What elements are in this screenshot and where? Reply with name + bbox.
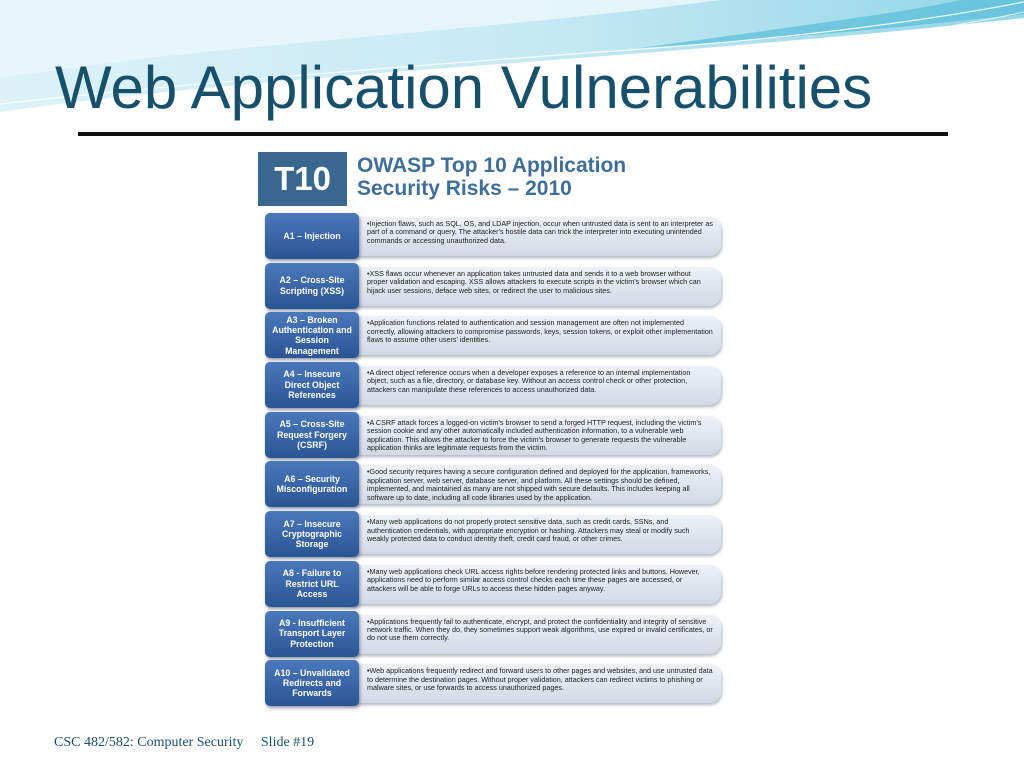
footer-course: CSC 482/582: Computer Security [54, 735, 244, 750]
t10-badge: T10 [258, 152, 347, 206]
figure-heading-line1: OWASP Top 10 Application [357, 154, 627, 177]
risk-list: •Injection flaws, such as SQL, OS, and L… [257, 212, 727, 709]
risk-item-a6: •Good security requires having a secure … [257, 460, 727, 509]
risk-item-a7: •Many web applications do not properly p… [257, 510, 727, 559]
risk-item-a9: •Applications frequently fail to authent… [257, 610, 727, 659]
risk-label: A2 – Cross-Site Scripting (XSS) [265, 262, 359, 309]
risk-item-a2: •XSS flaws occur whenever an application… [257, 262, 727, 311]
risk-label: A3 – Broken Authentication and Session M… [265, 312, 359, 359]
title-underline [78, 132, 948, 136]
figure-heading-line2: Security Risks – 2010 [357, 177, 572, 200]
owasp-top10-figure: T10 OWASP Top 10 Application Security Ri… [257, 150, 727, 716]
risk-description: •Applications frequently fail to authent… [337, 614, 721, 654]
risk-label: A8 - Failure to Restrict URL Access [265, 560, 359, 607]
figure-heading: OWASP Top 10 Application Security Risks … [357, 154, 717, 200]
risk-item-a5: •A CSRF attack forces a logged-on victim… [257, 411, 727, 460]
risk-label: A6 – Security Misconfiguration [265, 461, 359, 508]
risk-description: •A direct object reference occurs when a… [337, 366, 721, 406]
risk-label: A1 – Injection [265, 213, 359, 259]
risk-item-a4: •A direct object reference occurs when a… [257, 361, 727, 410]
risk-description: •Web applications frequently redirect an… [337, 664, 721, 704]
risk-label: A9 - Insufficient Transport Layer Protec… [265, 610, 359, 657]
risk-item-a10: •Web applications frequently redirect an… [257, 659, 727, 708]
header-wave-decoration [0, 0, 1024, 121]
footer-slide-number: Slide #19 [260, 735, 315, 750]
risk-description: •Many web applications do not properly p… [337, 515, 721, 555]
risk-label: A4 – Insecure Direct Object References [265, 362, 359, 409]
risk-description: •XSS flaws occur whenever an application… [337, 266, 721, 306]
risk-description: •Good security requires having a secure … [337, 465, 721, 505]
risk-label: A10 – Unvalidated Redirects and Forwards [265, 660, 359, 707]
risk-description: •Application functions related to authen… [337, 316, 721, 356]
risk-item-a3: •Application functions related to authen… [257, 311, 727, 360]
slide-footer: CSC 482/582: Computer Security Slide #19 [54, 735, 314, 751]
risk-description: •Many web applications check URL access … [337, 564, 721, 604]
risk-description: •Injection flaws, such as SQL, OS, and L… [337, 217, 721, 256]
risk-label: A7 – Insecure Cryptographic Storage [265, 511, 359, 558]
risk-item-a1: •Injection flaws, such as SQL, OS, and L… [257, 212, 727, 261]
risk-description: •A CSRF attack forces a logged-on victim… [337, 415, 721, 455]
slide-title: Web Application Vulnerabilities [55, 54, 873, 121]
risk-item-a8: •Many web applications check URL access … [257, 560, 727, 609]
risk-label: A5 – Cross-Site Request Forgery (CSRF) [265, 411, 359, 458]
